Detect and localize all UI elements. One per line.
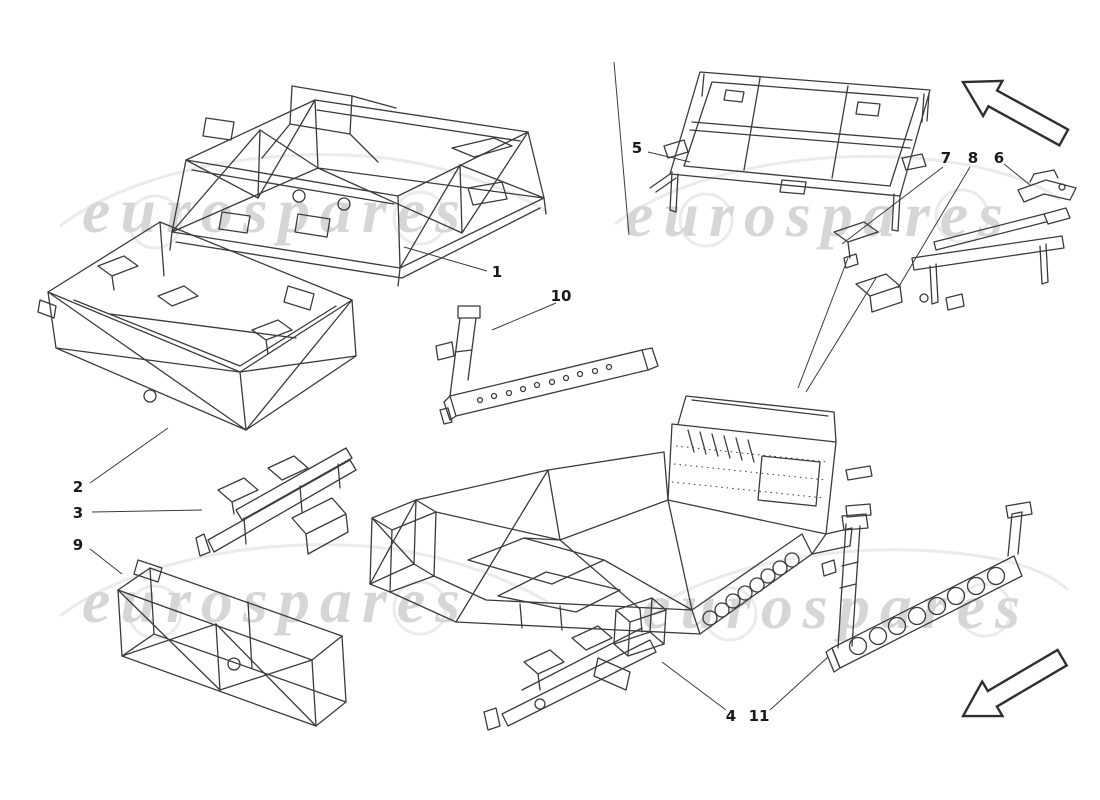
leader-line-10 xyxy=(491,302,557,331)
watermark-text: eurospares xyxy=(82,565,471,636)
part-frame-5 xyxy=(649,71,931,232)
leader-line-9 xyxy=(89,548,123,575)
part-frame-3 xyxy=(195,447,357,557)
leader-line-8 xyxy=(897,166,971,289)
part-frame-9 xyxy=(117,559,347,727)
leader-line-4 xyxy=(661,661,727,711)
callout-9[interactable]: 9 xyxy=(72,536,84,554)
block-arrow-down-left-icon xyxy=(961,648,1069,718)
watermark-text: eurospares xyxy=(82,175,471,246)
callout-10[interactable]: 10 xyxy=(550,287,572,305)
leader-lines xyxy=(89,61,1031,711)
part-bracket-6 xyxy=(1017,169,1077,203)
part-frame-2 xyxy=(37,221,357,431)
callout-1[interactable]: 1 xyxy=(491,263,503,281)
callout-2[interactable]: 2 xyxy=(72,478,84,496)
reference-line xyxy=(805,277,877,393)
section-divider-line xyxy=(613,61,630,236)
leader-line-7 xyxy=(841,166,944,245)
leader-line-1 xyxy=(403,246,488,272)
part-frame-1 xyxy=(169,85,547,287)
callout-3[interactable]: 3 xyxy=(72,504,84,522)
reference-line xyxy=(797,257,849,389)
part-assembly-7-8 xyxy=(833,207,1071,313)
callout-7[interactable]: 7 xyxy=(940,149,952,167)
leader-line-11 xyxy=(769,656,829,711)
leader-line-5 xyxy=(647,151,691,163)
block-arrow-up-left-icon xyxy=(960,79,1070,147)
part-rail-11 xyxy=(821,501,1033,673)
part-chassis-main xyxy=(369,395,873,635)
callout-11[interactable]: 11 xyxy=(748,707,770,725)
callout-8[interactable]: 8 xyxy=(967,149,979,167)
part-rail-10 xyxy=(435,305,659,425)
callout-4[interactable]: 4 xyxy=(725,707,737,725)
leader-line-3 xyxy=(91,509,203,513)
watermark-text: eurospares xyxy=(625,179,1014,250)
leader-line-2 xyxy=(89,427,169,484)
callout-6[interactable]: 6 xyxy=(993,149,1005,167)
callout-5[interactable]: 5 xyxy=(631,139,643,157)
part-frame-4 xyxy=(483,597,667,731)
leader-line-6 xyxy=(1003,163,1031,186)
